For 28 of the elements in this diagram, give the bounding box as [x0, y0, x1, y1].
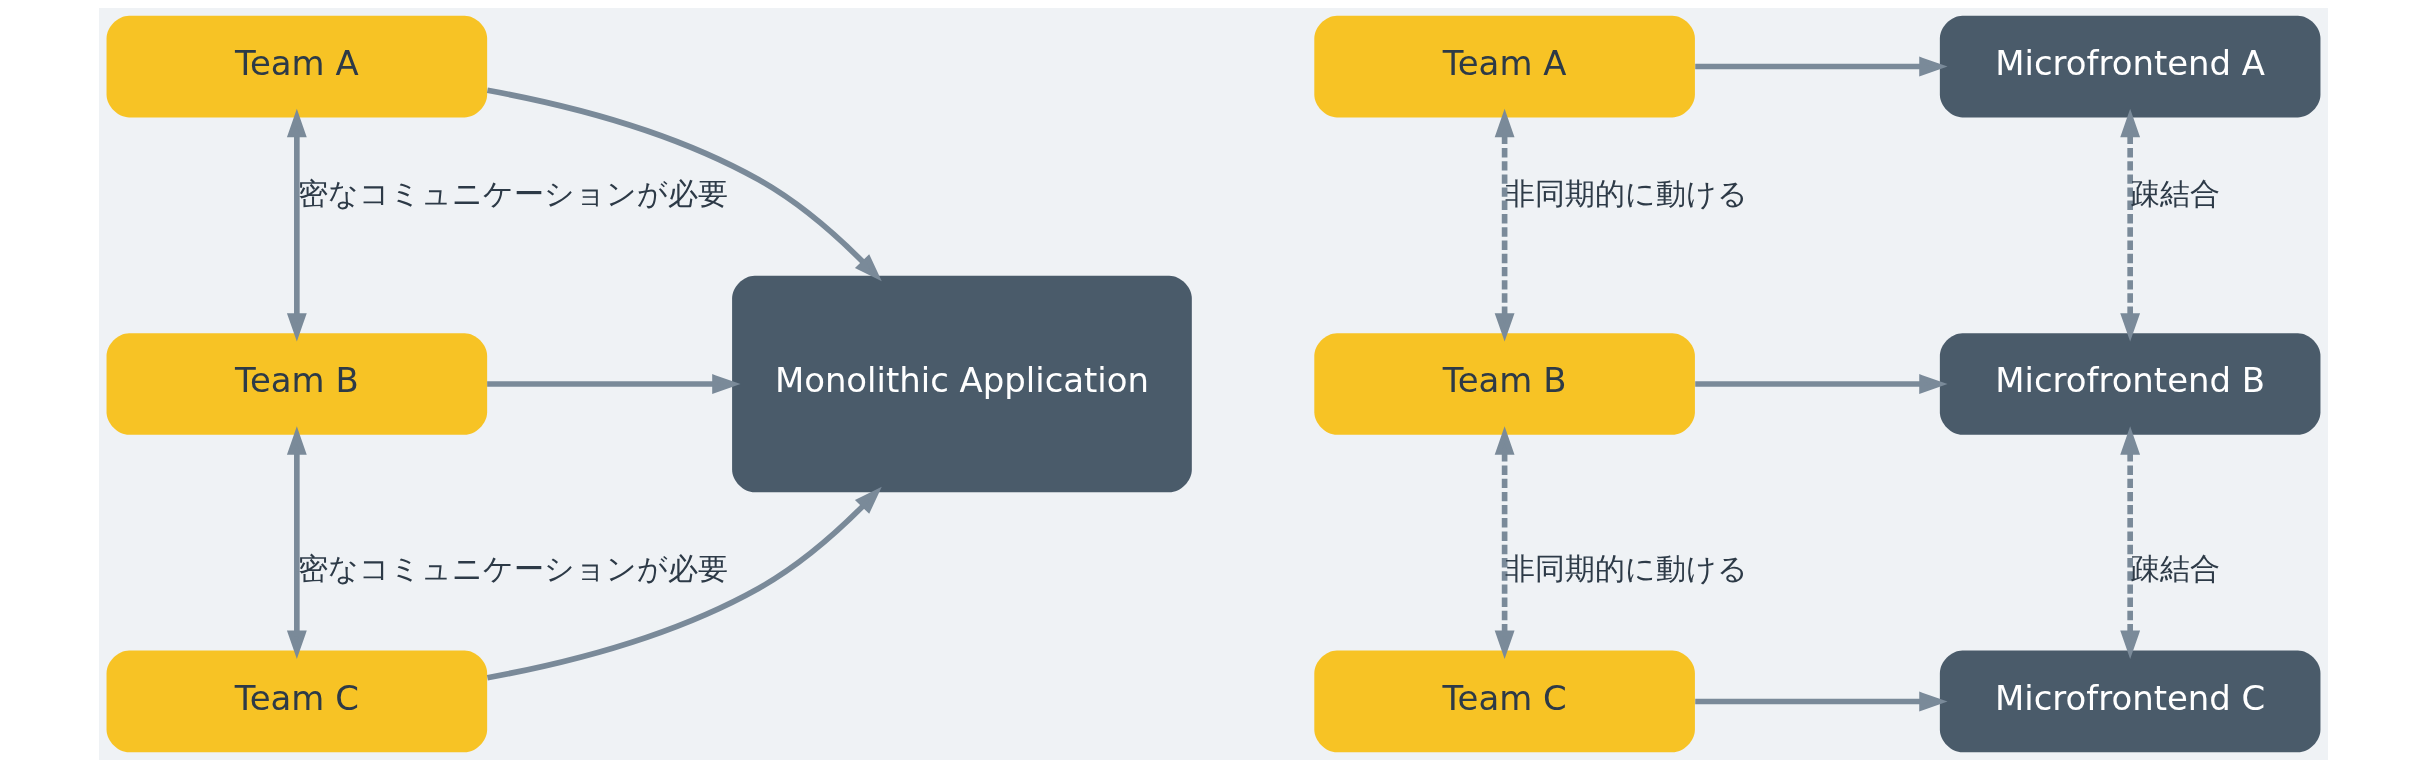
node-box: Microfrontend B — [1939, 333, 2320, 435]
arrow — [286, 108, 307, 342]
node-box: Microfrontend A — [1939, 15, 2320, 118]
node-box: Team B — [106, 333, 487, 435]
arrow — [2119, 108, 2140, 342]
edge-label: 疎結合 — [2129, 175, 2220, 211]
node-box: Team B — [1313, 333, 1695, 435]
node-box: Team C — [106, 650, 487, 753]
edge-label: 疎結合 — [2129, 550, 2220, 586]
node-box: Team C — [1313, 650, 1695, 753]
node-box: Team A — [106, 15, 487, 118]
node-box: Monolithic Application — [731, 275, 1192, 493]
arrow — [1694, 691, 1948, 712]
edge-label: 密なコミュニケーションが必要 — [297, 550, 728, 586]
node-box: Microfrontend C — [1939, 650, 2320, 753]
arrow — [286, 426, 307, 659]
arrow — [1494, 108, 1515, 342]
arrow — [1694, 374, 1948, 394]
edge-label: 密なコミュニケーションが必要 — [297, 175, 728, 211]
arrow — [486, 87, 882, 282]
arrow — [1694, 56, 1948, 77]
arrow — [1494, 426, 1515, 659]
arrow — [486, 374, 741, 394]
arrow — [486, 486, 882, 681]
edge-label: 非同期的に動ける — [1504, 175, 1748, 211]
arrow — [2119, 426, 2140, 659]
node-box: Team A — [1313, 15, 1695, 118]
edge-label: 非同期的に動ける — [1504, 550, 1748, 586]
